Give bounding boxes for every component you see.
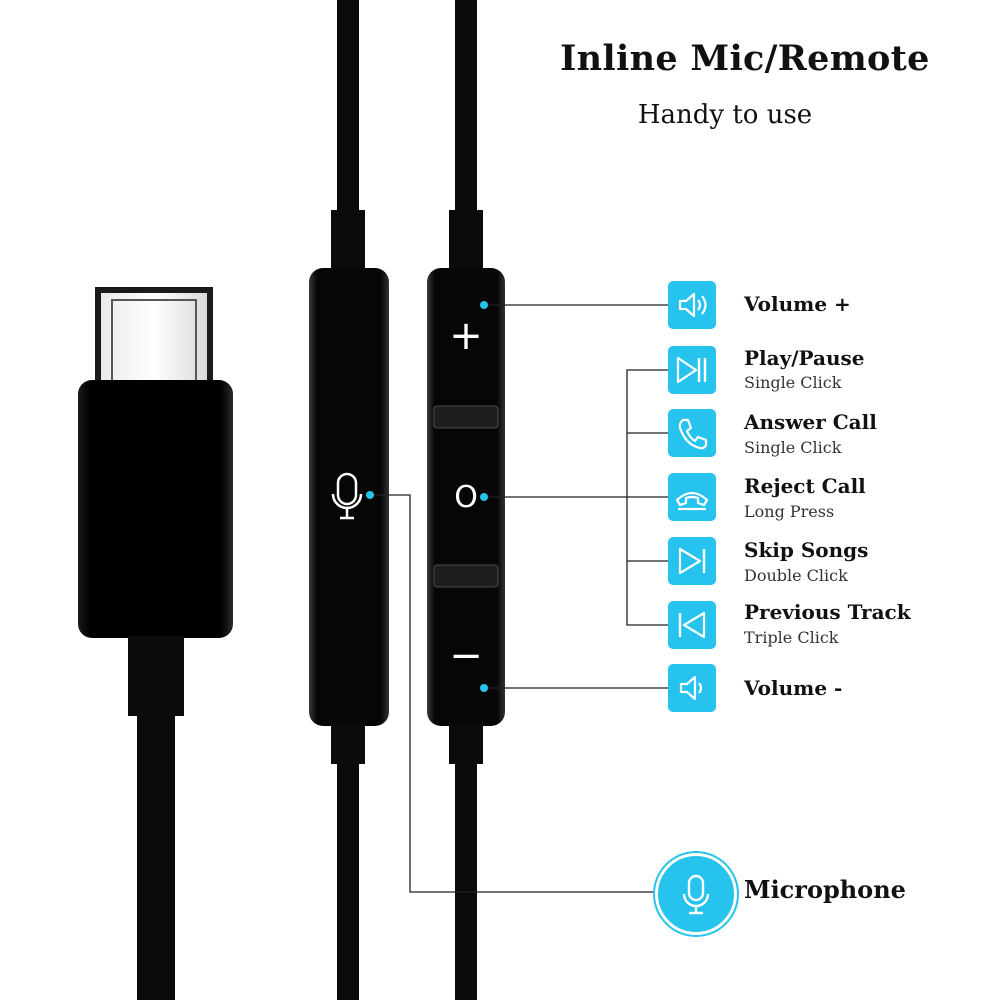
volume-down-icon bbox=[668, 664, 716, 712]
feature-label-previous-track: Previous Track bbox=[744, 600, 911, 624]
phone-reject-icon bbox=[668, 473, 716, 521]
feature-label-reject-call: Reject Call bbox=[744, 474, 866, 498]
remote-plus-symbol: + bbox=[449, 313, 483, 359]
microphone-icon bbox=[655, 853, 737, 935]
remote-center-symbol: O bbox=[454, 480, 478, 515]
feature-hint-play-pause: Single Click bbox=[744, 373, 842, 392]
feature-hint-reject-call: Long Press bbox=[744, 502, 835, 521]
play-pause-icon bbox=[668, 346, 716, 394]
page-title: Inline Mic/Remote bbox=[560, 38, 930, 79]
phone-answer-icon bbox=[668, 409, 716, 457]
skip-back-icon bbox=[668, 601, 716, 649]
feature-label-answer-call: Answer Call bbox=[744, 410, 877, 434]
feature-hint-answer-call: Single Click bbox=[744, 438, 842, 457]
callout-dots bbox=[366, 301, 488, 692]
remote-module bbox=[427, 0, 505, 1000]
remote-minus-symbol: − bbox=[449, 633, 483, 679]
usb-c-connector bbox=[78, 287, 233, 1000]
volume-up-icon bbox=[668, 281, 716, 329]
feature-label-volume-up: Volume + bbox=[744, 292, 851, 316]
feature-label-skip-songs: Skip Songs bbox=[744, 538, 869, 562]
feature-hint-skip-songs: Double Click bbox=[744, 566, 848, 585]
page-subtitle: Handy to use bbox=[637, 100, 813, 130]
skip-forward-icon bbox=[668, 537, 716, 585]
feature-label-play-pause: Play/Pause bbox=[744, 346, 865, 370]
mic-module bbox=[309, 0, 389, 1000]
feature-label-volume-down: Volume - bbox=[744, 676, 843, 700]
feature-hint-previous-track: Triple Click bbox=[744, 628, 839, 647]
microphone-label: Microphone bbox=[744, 875, 906, 904]
callout-lines bbox=[372, 304, 668, 893]
